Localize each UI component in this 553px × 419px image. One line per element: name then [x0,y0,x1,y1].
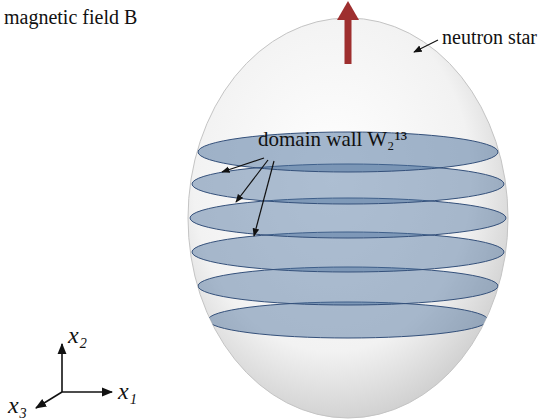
neutron-star-sphere [188,18,508,418]
leader-lines [222,158,274,236]
axis-label: x₁ [118,378,137,404]
domain-walls [190,132,506,338]
star-label: neutron star [442,26,537,48]
field-label: magnetic field B [4,6,137,28]
axis-label: x₃ [8,392,27,418]
wall-label: domain wall W₂¹³ [258,128,407,151]
magnetic-field-arrow [337,1,359,64]
leader-line [414,40,438,52]
coordinate-axes [36,344,112,408]
axis-label: x₂ [68,322,87,348]
